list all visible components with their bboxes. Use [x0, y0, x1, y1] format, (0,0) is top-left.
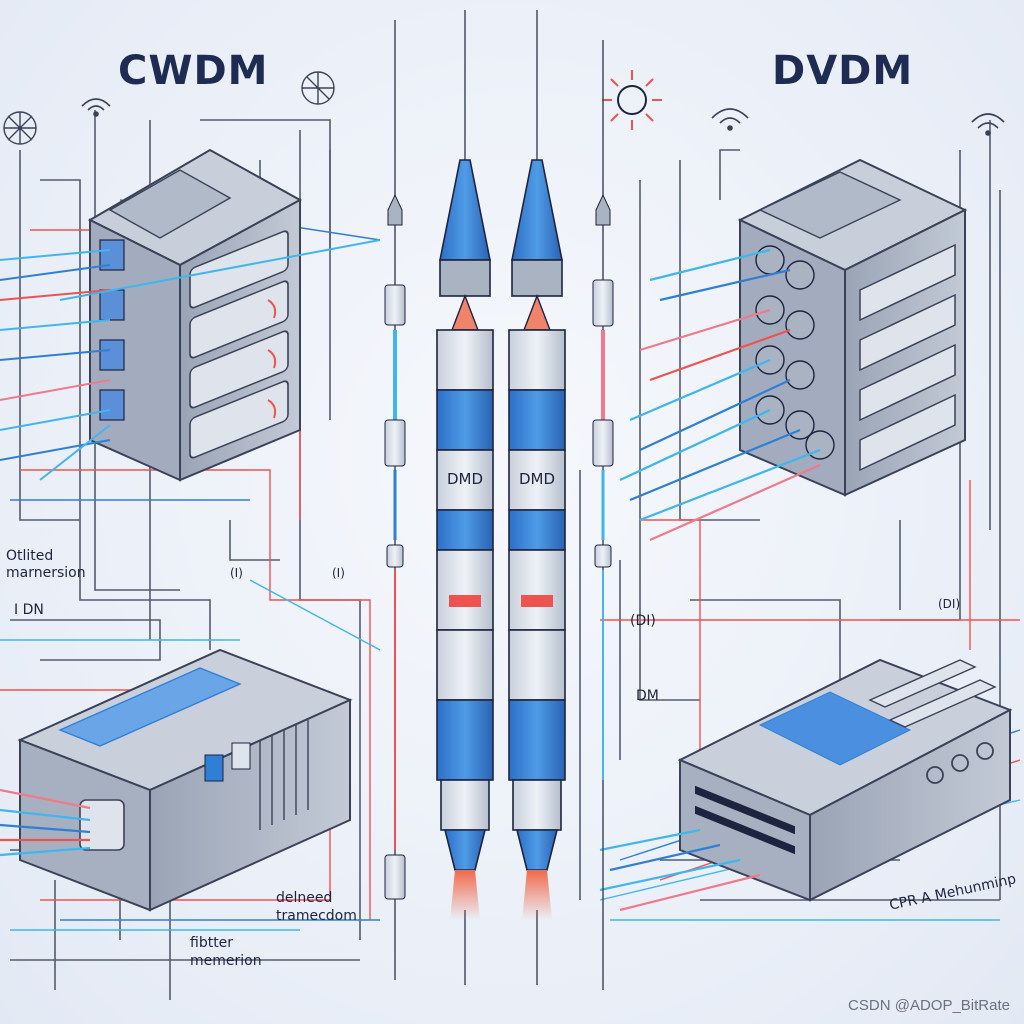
right-slim-fiber — [592, 40, 614, 990]
label-bottom-left-2: memerion — [190, 953, 262, 969]
connector-right-label: DMD — [519, 470, 555, 488]
label-right-small: (DI) — [938, 597, 961, 611]
sun-icon-right — [602, 70, 662, 130]
label-bottom-center-1: delneed — [276, 890, 333, 906]
connector-left-label: DMD — [447, 470, 483, 488]
left-slim-fiber — [384, 20, 406, 980]
dvdm-chassis — [677, 658, 1013, 902]
dvdm-rack — [737, 158, 968, 497]
wifi-icon-left — [81, 98, 111, 117]
cwdm-rack — [87, 148, 303, 482]
label-small-2: (I) — [332, 566, 345, 580]
watermark: CSDN @ADOP_BitRate — [848, 997, 1010, 1014]
label-bottom-left-1: fibtter — [190, 935, 234, 951]
network-icon-left-2 — [301, 71, 335, 105]
dvdm-rack-fibers — [619, 248, 821, 542]
dvdm-chassis-fibers — [599, 828, 761, 912]
label-left-mid: I DN — [14, 602, 44, 618]
cwdm-chassis — [17, 648, 353, 912]
title-dvdm: DVDM — [772, 48, 914, 94]
cwdm-rack-fibers — [0, 239, 381, 481]
title-cwdm: CWDM — [118, 48, 269, 94]
label-bottom-center-2: tramecdom — [276, 908, 357, 924]
label-left-upper-1: Otlited — [6, 548, 54, 564]
connector-left: DMD — [436, 10, 494, 985]
label-right-mid-1: (DI) — [630, 613, 656, 629]
label-right-mid-2: DM — [636, 688, 659, 704]
cwdm-chassis-fibers — [0, 788, 91, 857]
label-small-1: (I) — [230, 566, 243, 580]
wifi-icon-right-2 — [971, 113, 1005, 136]
network-icon-left-1 — [3, 111, 37, 145]
wifi-icon-right-1 — [711, 108, 749, 131]
connector-right: DMD — [508, 10, 566, 985]
label-left-upper-2: marnersion — [6, 565, 86, 581]
